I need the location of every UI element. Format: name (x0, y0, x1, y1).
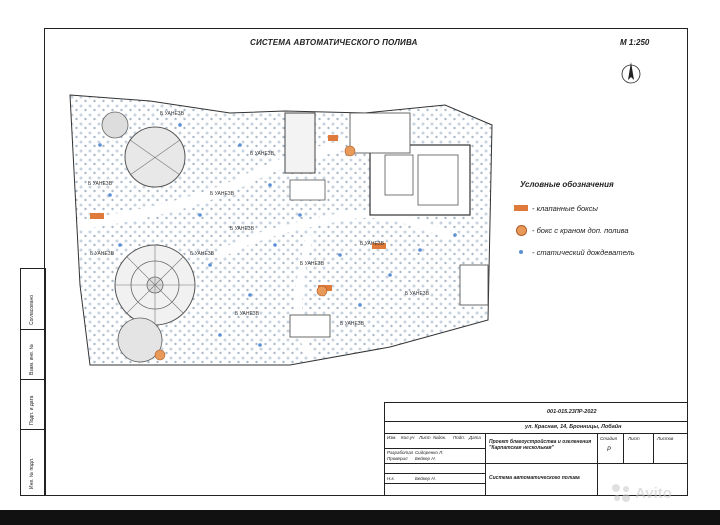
legend-item-valve-box: - клапанные боксы (510, 197, 680, 219)
avito-watermark: Avito (610, 482, 672, 504)
project-name: Проект благоустройства и озеленения "Кар… (489, 439, 592, 451)
sidebar-label: Согласовано (29, 294, 35, 325)
sidebar-label: Подп. и дата (29, 395, 35, 425)
plant-label: Б УАНЕЗВ (230, 226, 255, 232)
valve-box (328, 135, 338, 141)
legend-item-tap-box: - бокс с краном доп. полива (510, 219, 680, 241)
path-curve-3 (294, 234, 314, 357)
sheet-title: Система автоматического полива (489, 475, 580, 481)
tap-box-icon (515, 224, 527, 236)
legend-title: Условные обозначения (520, 180, 614, 189)
plant-label: Б УАНЕЗВ (90, 251, 115, 257)
plant-label: Б УАНЕЗВ (160, 111, 185, 117)
plant-label: Б УАНЕЗВ (250, 151, 275, 157)
sprinkler-icon (519, 250, 523, 254)
tap-box (154, 349, 166, 361)
watermark-text: Avito (635, 484, 672, 502)
project-address: ул. Красная, 14, Бронницы, Лобайн (525, 424, 622, 430)
legend: Условные обозначения - клапанные боксы -… (510, 180, 680, 263)
bottom-bar (0, 510, 720, 525)
legend-item-sprinkler: - статический дождеватель (510, 241, 680, 263)
tap-box (316, 285, 328, 297)
approval-sidebar: Согласовано Взам. инв. № Подп. и дата Ин… (20, 268, 46, 496)
valve-box (372, 243, 386, 249)
stage-value: Р (607, 447, 612, 453)
avito-logo-icon (612, 484, 630, 502)
drawing-title: СИСТЕМА АВТОМАТИЧЕСКОГО ПОЛИВА (250, 38, 418, 47)
north-arrow-icon (620, 60, 642, 91)
sidebar-label: Взам. инв. № (29, 344, 35, 375)
drawing-code: 001-015.23ПР-2022 (547, 409, 597, 415)
garage (284, 112, 316, 174)
round-pavilion (124, 126, 186, 188)
plant-label: Б УАНЕЗВ (235, 311, 260, 317)
sidebar-label: Инв. № подл. (29, 457, 35, 489)
valve-box-icon (514, 205, 528, 211)
title-block: 001-015.23ПР-2022 ул. Красная, 14, Бронн… (384, 402, 688, 496)
drawing-frame (44, 28, 688, 496)
plant-label: Б УАНЕЗВ (88, 181, 113, 187)
tap-box (344, 145, 356, 157)
plant-label: Б УАНЕЗВ (300, 261, 325, 267)
path-curve-2 (217, 210, 452, 259)
plant-label: Б УАНЕЗВ (360, 241, 385, 247)
plant-label: Б УАНЕЗВ (340, 321, 365, 327)
plant-label: Б УАНЕЗВ (190, 251, 215, 257)
plant-label: Б УАНЕЗВ (210, 191, 235, 197)
valve-box (90, 213, 104, 219)
site-plan: Б УАНЕЗВ Б УАНЕЗВ Б УАНЕЗВ Б УАНЕЗВ Б УА… (69, 94, 493, 366)
plant-label: Б УАНЕЗВ (405, 291, 430, 297)
drawing-scale: М 1:250 (620, 38, 650, 47)
